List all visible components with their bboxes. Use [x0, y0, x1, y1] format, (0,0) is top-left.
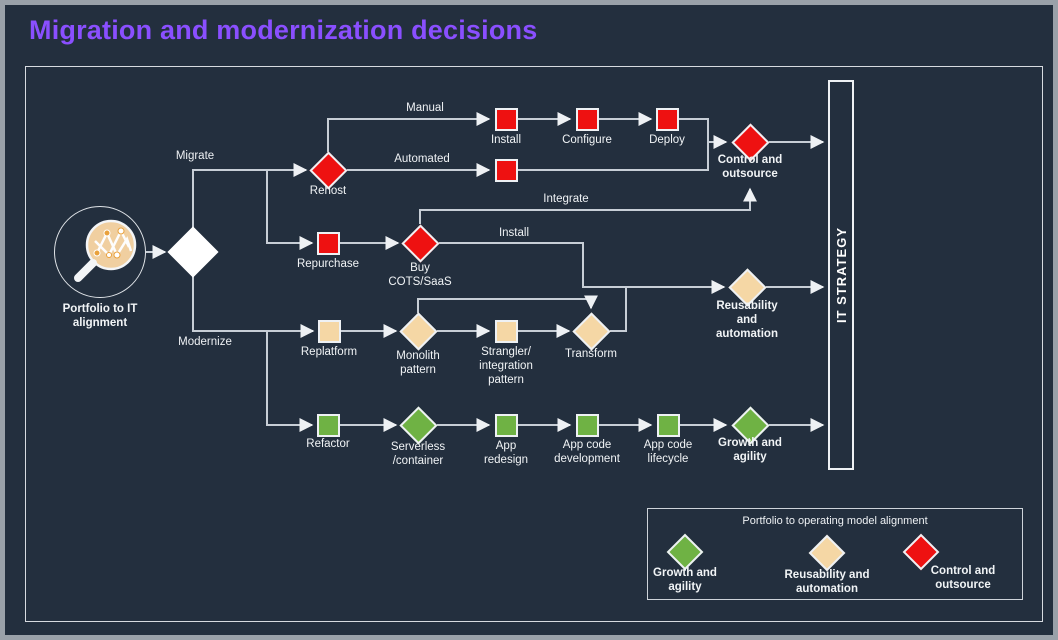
node-app-redesign-label: App redesign — [483, 440, 529, 466]
node-install-label: Install — [490, 134, 522, 146]
node-deploy — [655, 107, 679, 131]
node-refactor — [316, 413, 340, 437]
edge-label-manual: Manual — [406, 102, 444, 114]
edge-label-install: Install — [498, 227, 530, 239]
legend-box: Portfolio to operating model alignment — [647, 508, 1023, 600]
node-rehost-label: Rehost — [309, 185, 347, 197]
start-label: Portfolio to IT alignment — [62, 303, 138, 329]
node-configure-label: Configure — [562, 134, 612, 146]
node-app-code-lifecycle-label: App code lifecycle — [643, 439, 693, 465]
node-control-outsource-label: Control and outsource — [717, 154, 783, 180]
node-serverless-container-label: Serverless /container — [390, 441, 446, 467]
page-title: Migration and modernization decisions — [29, 15, 538, 45]
legend-label-control: Control and outsource — [930, 565, 996, 591]
edge-label-integrate: Integrate — [543, 193, 589, 205]
edge-label-automated: Automated — [394, 153, 450, 165]
node-replatform — [317, 319, 341, 343]
portfolio-alignment-icon — [54, 206, 146, 298]
node-install — [494, 107, 518, 131]
node-buy-cots-label: Buy COTS/SaaS — [388, 262, 452, 288]
node-growth-agility-label: Growth and agility — [718, 437, 782, 463]
node-app-redesign — [494, 413, 518, 437]
node-deploy-label: Deploy — [649, 134, 685, 146]
node-repurchase-label: Repurchase — [296, 258, 359, 270]
node-app-code-lifecycle — [656, 413, 680, 437]
edge-label-modernize: Modernize — [178, 336, 232, 348]
node-repurchase — [316, 231, 340, 255]
node-app-code-development — [575, 413, 599, 437]
node-monolith-pattern-label: Monolith pattern — [396, 350, 440, 376]
edge-label-migrate: Migrate — [175, 150, 215, 162]
legend-label-growth: Growth and agility — [653, 567, 717, 593]
node-strangler-pattern-label: Strangler/ integration pattern — [479, 346, 533, 386]
node-refactor-label: Refactor — [306, 438, 350, 450]
legend-label-reusability: Reusability and automation — [784, 569, 870, 595]
node-reusability-label: Reusability and automation — [716, 300, 778, 340]
legend-title: Portfolio to operating model alignment — [742, 515, 928, 527]
it-strategy-label: IT STRATEGY — [833, 227, 849, 323]
magnifier-chart-icon — [74, 219, 137, 282]
node-replatform-label: Replatform — [300, 346, 358, 358]
it-strategy-bar: IT STRATEGY — [828, 80, 854, 470]
node-automated-step — [494, 158, 518, 182]
diagram-border — [25, 66, 1043, 622]
node-transform-label: Transform — [565, 348, 617, 360]
node-app-code-development-label: App code development — [554, 439, 620, 465]
node-configure — [575, 107, 599, 131]
node-strangler-pattern — [494, 319, 518, 343]
